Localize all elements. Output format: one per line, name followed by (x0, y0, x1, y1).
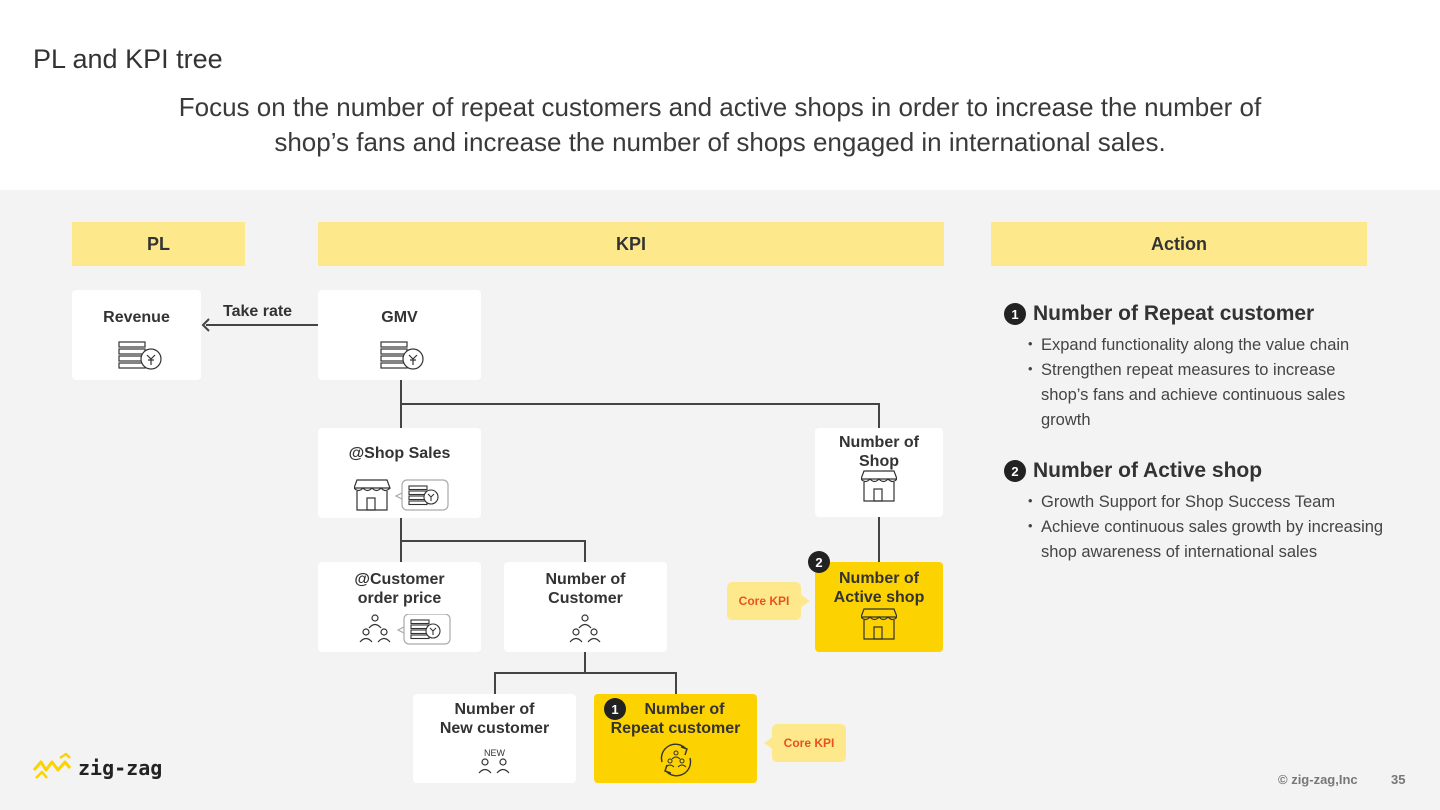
node-number-of-repeat-customer: Number of Repeat customer (594, 694, 757, 783)
subtitle-line-1: Focus on the number of repeat customers … (178, 92, 1262, 122)
active-shop-label-2: Active shop (833, 589, 925, 606)
header-pl: PL (72, 222, 245, 266)
action-2-heading: 2 Number of Active shop (1004, 459, 1384, 483)
node-number-of-customer: Number of Customer (504, 562, 667, 652)
zigzag-logo-icon (32, 752, 72, 779)
action-2-item-1: Growth Support for Shop Success Team (1022, 490, 1384, 515)
take-rate-arrow-line (206, 324, 318, 326)
new-tag: NEW (484, 748, 505, 758)
badge-2: 2 (808, 551, 830, 573)
new-customer-label-2: New customer (439, 720, 550, 737)
header-action: Action (991, 222, 1367, 266)
repeat-cycle-icon (660, 743, 692, 777)
node-gmv: GMV (318, 290, 481, 380)
new-customers-icon (478, 758, 510, 774)
revenue-label: Revenue (103, 309, 170, 326)
action-2-number: 2 (1004, 460, 1026, 482)
connector-shop-sales-horizontal (400, 540, 586, 542)
repeat-customer-label-2: Repeat customer (610, 720, 741, 737)
connector-customer-horizontal (494, 672, 677, 674)
active-shop-label-1: Number of (839, 570, 919, 587)
connector-to-number-of-shop (878, 403, 880, 429)
copyright: © zig-zag,Inc (1278, 772, 1358, 787)
shop-icon (861, 608, 897, 640)
new-customer-label-1: Number of (454, 701, 535, 718)
action-2-item-2: Achieve continuous sales growth by incre… (1022, 515, 1384, 565)
action-1-heading: 1 Number of Repeat customer (1004, 302, 1384, 326)
action-1-item-1: Expand functionality along the value cha… (1022, 333, 1384, 358)
number-of-shop-label-2: Shop (859, 453, 899, 470)
callout-pointer-icon (764, 736, 774, 750)
action-1-list: Expand functionality along the value cha… (1004, 333, 1384, 433)
action-1-title: Number of Repeat customer (1033, 302, 1315, 325)
shop-sales-label: @Shop Sales (348, 445, 451, 462)
company-logo: zig-zag (32, 752, 162, 784)
connector-shop-to-active-shop (878, 517, 880, 562)
action-1-number: 1 (1004, 303, 1026, 325)
core-kpi-tag-repeat-customer: Core KPI (772, 724, 846, 762)
page-number: 35 (1391, 772, 1406, 787)
node-number-of-new-customer: Number of New customer NEW (413, 694, 576, 783)
shop-money-icon (354, 479, 449, 511)
connector-to-new-customer (494, 672, 496, 694)
connector-customer-down (584, 651, 586, 673)
number-of-customer-label-1: Number of (545, 571, 626, 588)
customer-order-price-label-1: @Customer (354, 571, 445, 588)
header-kpi: KPI (318, 222, 944, 266)
action-1-item-2: Strengthen repeat measures to increase s… (1022, 358, 1384, 433)
repeat-customer-label-1: Number of (644, 701, 725, 718)
take-rate-label: Take rate (223, 303, 293, 320)
connector-to-number-of-customer (584, 540, 586, 562)
node-revenue: Revenue (72, 290, 201, 380)
badge-1: 1 (604, 698, 626, 720)
money-stack-icon (118, 341, 162, 370)
callout-pointer-icon (800, 594, 810, 608)
page-subtitle: Focus on the number of repeat customers … (0, 90, 1440, 160)
action-active-shop: 2 Number of Active shop Growth Support f… (1004, 459, 1384, 565)
arrow-left-icon (201, 318, 210, 332)
node-shop-sales: @Shop Sales (318, 428, 481, 518)
connector-to-repeat-customer (675, 672, 677, 694)
customer-order-price-label-2: order price (357, 590, 442, 607)
money-stack-icon (380, 341, 424, 370)
connector-gmv-horizontal (400, 403, 880, 405)
logo-text: zig-zag (78, 756, 163, 780)
customers-icon (569, 614, 601, 643)
shop-icon (861, 470, 897, 502)
gmv-label: GMV (381, 309, 418, 326)
page-title: PL and KPI tree (33, 44, 223, 74)
node-customer-order-price: @Customer order price (318, 562, 481, 652)
core-kpi-tag-active-shop: Core KPI (727, 582, 801, 620)
customers-money-icon (359, 614, 451, 645)
action-2-list: Growth Support for Shop Success Team Ach… (1004, 490, 1384, 565)
node-number-of-active-shop: Number of Active shop (815, 562, 943, 652)
number-of-shop-label-1: Number of (839, 434, 919, 451)
action-2-title: Number of Active shop (1033, 459, 1263, 482)
number-of-customer-label-2: Customer (548, 590, 623, 607)
node-number-of-shop: Number of Shop (815, 428, 943, 517)
action-repeat-customer: 1 Number of Repeat customer Expand funct… (1004, 302, 1384, 433)
subtitle-line-2: shop’s fans and increase the number of s… (274, 127, 1166, 157)
